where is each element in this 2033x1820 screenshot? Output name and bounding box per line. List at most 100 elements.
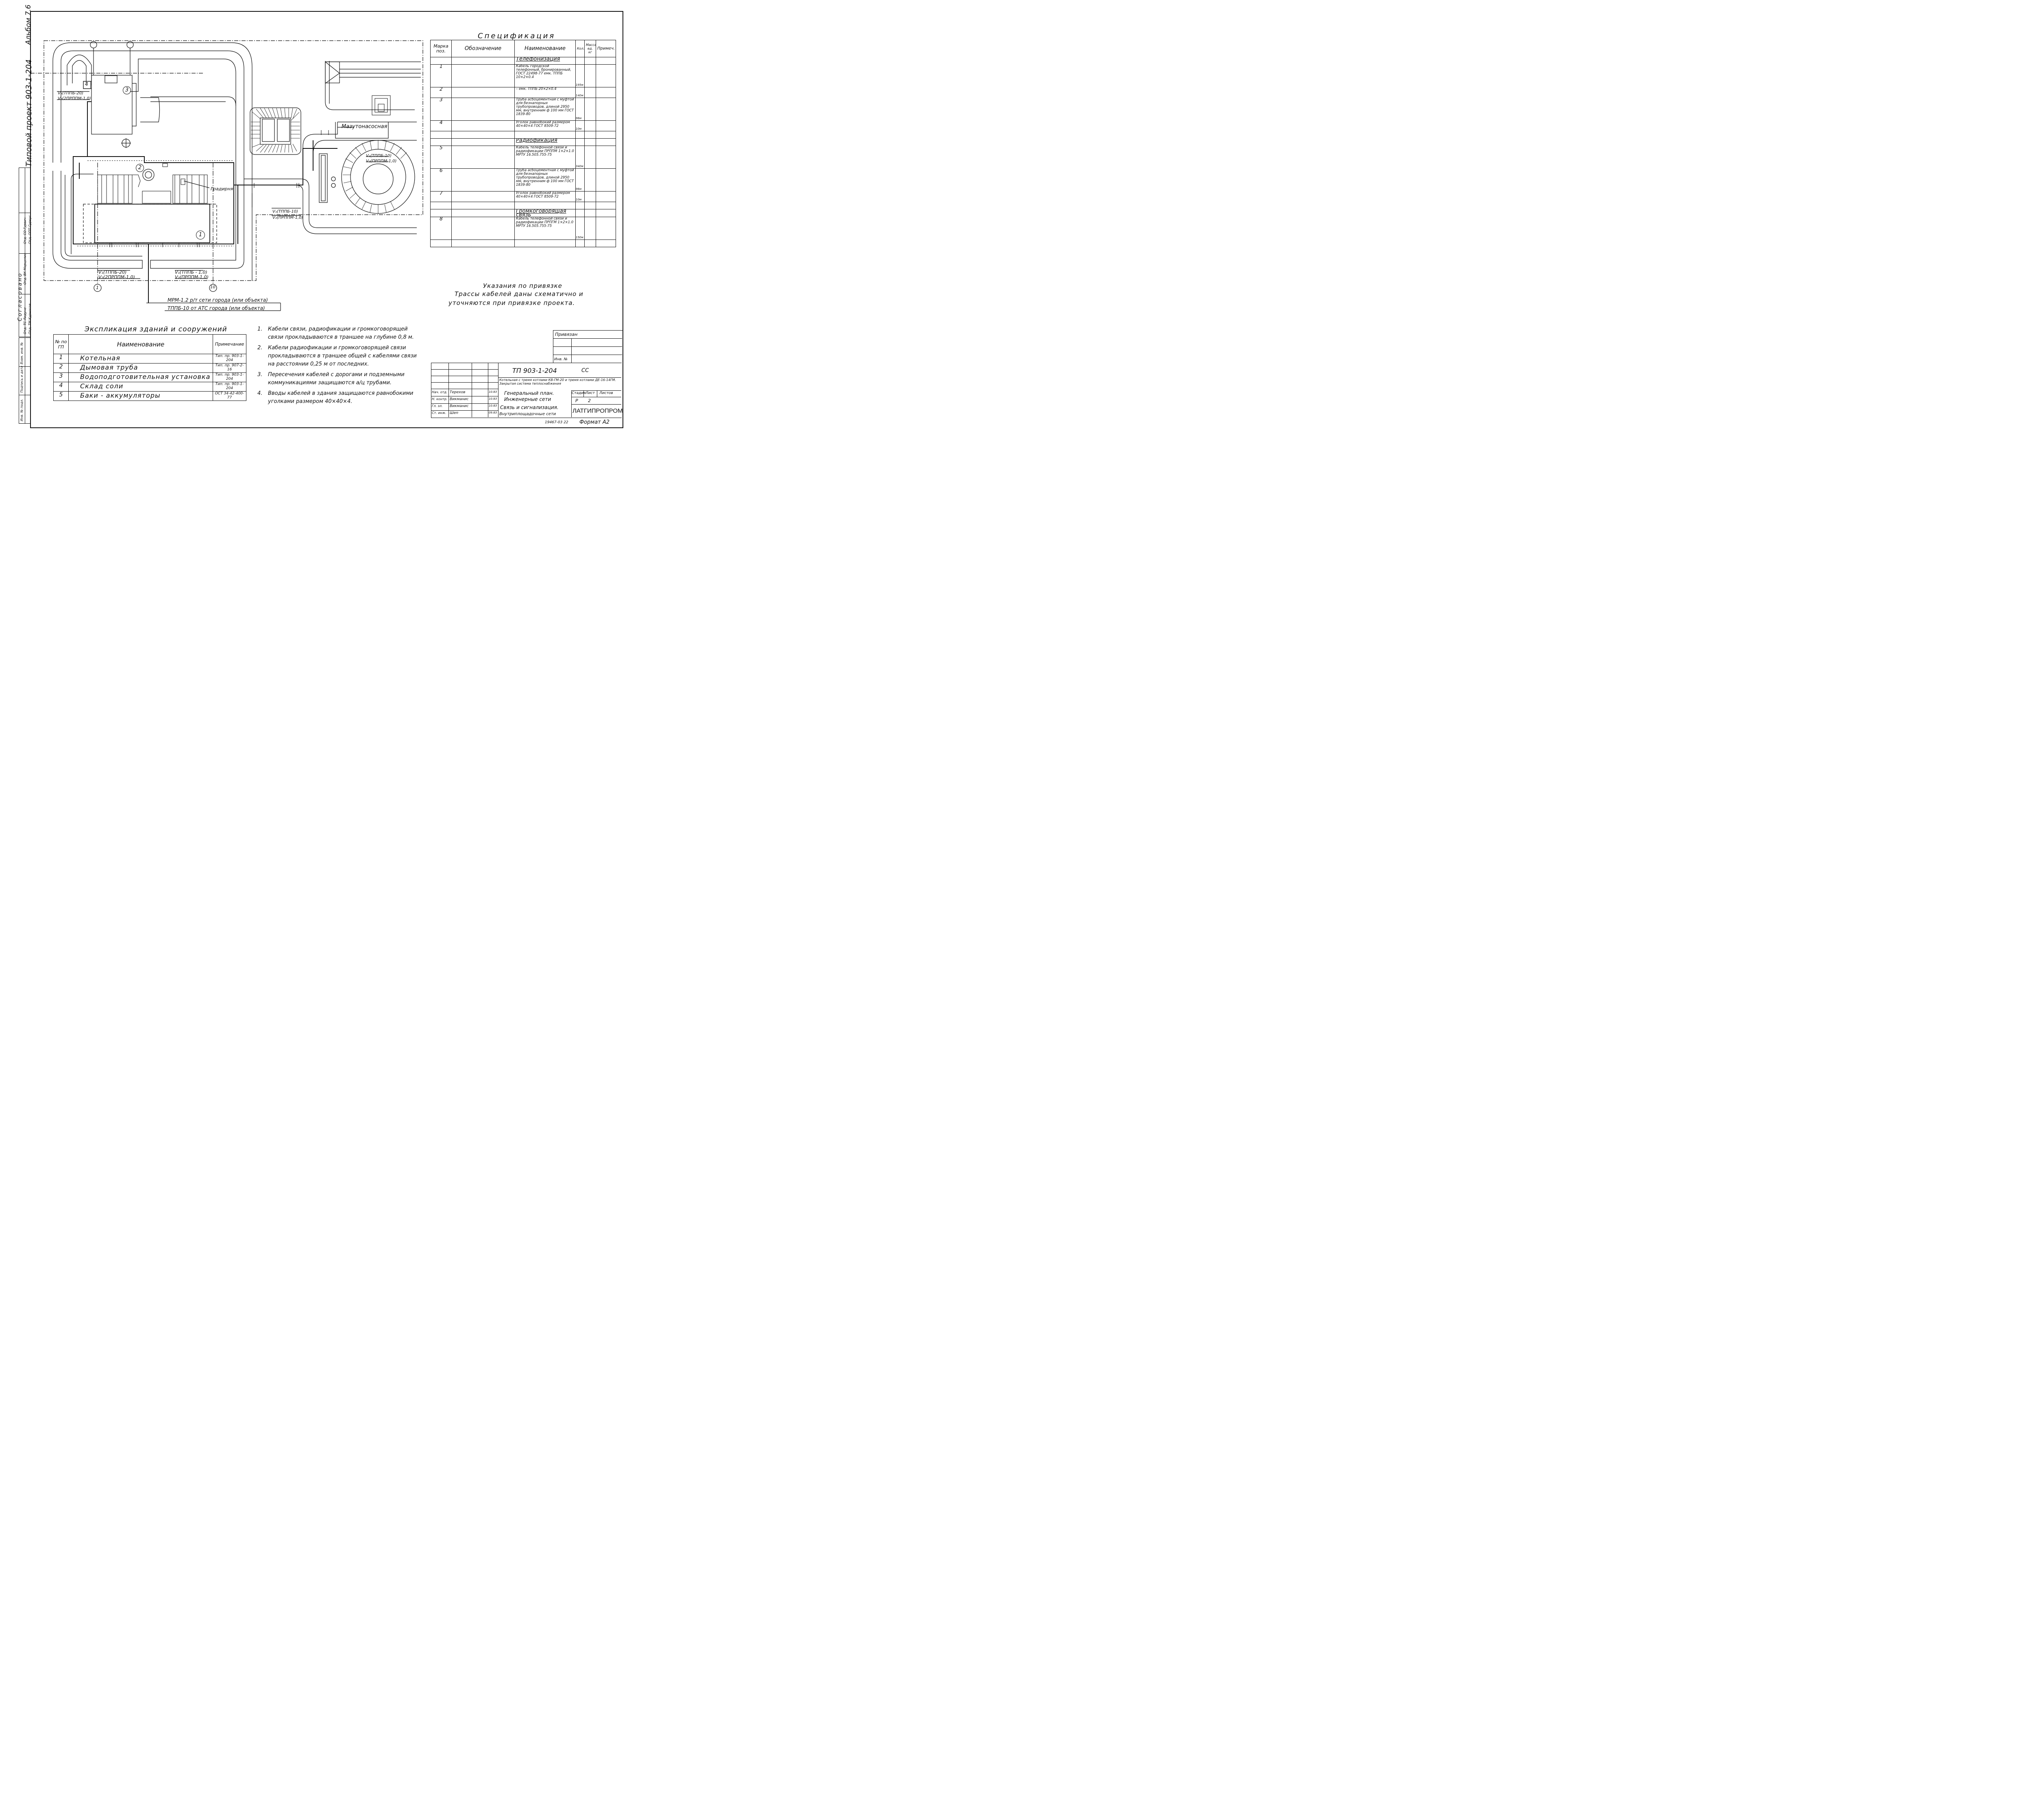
note-text: Пересечения кабелей с дорогами и подземн… — [268, 372, 405, 386]
binding-title: Указания по привязке — [483, 282, 562, 290]
stage-value: Р — [575, 398, 578, 403]
col-stage-label: Стадия — [572, 391, 586, 395]
spec-name: Кабель городской телефонный, бронированн… — [514, 64, 576, 87]
col-sheet-label: Лист — [586, 391, 595, 395]
mazut-label: Мазутонасосная — [342, 124, 387, 130]
cable-label-v1-tppb10-mid: V₁(ТППБ-10) — [272, 209, 298, 214]
cable-label-v1-tppb20-top: V₁(ТППБ-20) — [58, 91, 83, 96]
explication-title: Экспликация зданий и сооружений — [85, 325, 227, 333]
spec-row: 3 Труба асбоцементная с муфтой для безнап… — [430, 98, 616, 121]
building-2-label: 2 — [136, 164, 144, 172]
approval-stamp — [19, 168, 30, 337]
privyazan-label: Привязан — [555, 332, 578, 337]
note-number: 1. — [257, 326, 263, 332]
sheet-title-2: Инженерные сети — [504, 396, 551, 402]
signer-role: Нач. отд. — [432, 390, 448, 394]
tank-island — [250, 107, 301, 155]
sheet-value: 2 — [588, 398, 591, 403]
spec-col-name: Наименование — [514, 40, 576, 57]
site-plan — [30, 40, 423, 311]
expl-no: 1 — [53, 354, 69, 364]
expl-note: ОСТ 34-42-400-77 — [213, 391, 246, 401]
expl-no: 3 — [53, 372, 69, 382]
note-number: 3. — [257, 372, 263, 378]
expl-no: 5 — [53, 391, 69, 401]
spec-col-pos: Марка поз. — [430, 40, 452, 57]
expl-no: 2 — [53, 363, 69, 373]
cable-label-v2-prppm-bottom: V₂(ПРППМ-1,0) — [175, 274, 209, 280]
format-label: Формат А2 — [579, 419, 610, 425]
turnaround-loop — [67, 54, 92, 85]
spec-qty: 195м — [575, 64, 585, 87]
spec-section-heading: Громкоговорящая связь — [514, 209, 576, 217]
spec-col-note: Примеч. — [596, 40, 616, 57]
note-item: 3. Пересечения кабелей с дорогами и подзе… — [257, 371, 420, 387]
spec-col-designation: Обозначение — [451, 40, 515, 57]
note-text: Кабели связи, радиофикации и громкоговор… — [268, 326, 414, 340]
spec-pos: 1 — [430, 64, 452, 87]
spec-pos: 5 — [430, 146, 452, 169]
note-item: 4.Вводы кабелей в здания защищаются равн… — [257, 390, 420, 406]
spec-pos: 8 — [430, 217, 452, 240]
cable-label-v2-prppm-mid: V₂(ПРППМ-1,0) — [272, 216, 303, 220]
mazut-pump-building — [335, 122, 389, 139]
spec-table: Марка поз. Обозначение Наименование Кол.… — [430, 40, 616, 247]
signer-name: Викманис — [450, 397, 469, 401]
spec-name: Кабель телефонной связи и радиофикации П… — [514, 146, 576, 169]
axis-a-label: 1 — [96, 285, 99, 290]
tppb10-cable-label: ТППБ-10 от АТС города (или объекта) — [168, 305, 265, 311]
expl-col-note: Примечание — [213, 334, 246, 354]
accumulator-tanks — [341, 140, 415, 214]
spec-name: Кабель телефонной связи и радиофикации П… — [514, 217, 576, 240]
building-4 — [83, 81, 91, 89]
spec-row: 1 Кабель городской телефонный, бронирован… — [430, 64, 616, 87]
expl-no: 4 — [53, 382, 69, 392]
spec-col-mass: Масса ед. кг — [584, 40, 596, 57]
spec-section-row: Телефонизация — [430, 57, 616, 65]
building-1 — [94, 204, 210, 243]
spec-name: Уголок равнобокий размером 40×40×4 ГОСТ … — [514, 191, 576, 202]
cable-label-v1-tppb10-right: V₁(ТППБ-10) — [366, 154, 392, 158]
signer-name: Шеп — [450, 411, 459, 415]
expl-note: Тип. пр. 903-1-204 — [213, 372, 246, 382]
spec-col-qty: Кол. — [575, 40, 585, 57]
drawing-sheet: Альбом 7.6 Типовой проект 903-1-204 Согл… — [0, 0, 638, 437]
expl-note: Тип. пр. 903-1-204 — [213, 354, 246, 364]
project-description: Котельная с тремя котлами КВ-ГМ-20 и тре… — [499, 378, 616, 385]
spec-title: Спецификация — [478, 32, 556, 40]
signer-role: Ст. инж. — [432, 411, 446, 415]
building-1-label: 1 — [196, 231, 205, 239]
cable-route-main — [73, 101, 234, 244]
signer-name: Викманис — [450, 404, 469, 408]
gradirnya-label: Градирня — [211, 186, 233, 192]
sheet-title-1: Генеральный план. — [504, 390, 554, 396]
cable-label-v2-2prppm-top: V₂(2ПРППМ-1,0) — [58, 96, 91, 101]
spec-name: Труба асбоцементная с муфтой для безнапо… — [514, 98, 576, 121]
col-sheets-label: Листов — [599, 391, 613, 395]
spec-qty: 10м — [575, 191, 585, 202]
spec-name: Уголок равнобокий размером 40×40×4 ГОСТ … — [514, 120, 576, 131]
spec-pos: 6 — [430, 168, 452, 192]
note-item: 2.Кабели радиофикации и громкоговорящей … — [257, 344, 420, 368]
spec-pos: 3 — [430, 98, 452, 121]
spec-row: 5 Кабель телефонной связи и радиофикации … — [430, 146, 616, 169]
note-number: 2. — [257, 345, 263, 351]
expl-note: Тип. пр. 903-1-204 — [213, 382, 246, 392]
project-mark: СС — [581, 368, 589, 374]
spec-name: Труба асбоцементная с муфтой для безнапо… — [514, 168, 576, 192]
building-3-label: 3 — [123, 86, 131, 94]
building-4-label: 4 — [85, 81, 88, 87]
spec-section-heading: Радиофикация — [514, 138, 576, 146]
spec-row: 6 Труба асбоцементная с муфтой для безнап… — [430, 168, 616, 192]
building-3 — [91, 75, 133, 135]
spec-section-heading: Телефонизация — [514, 57, 576, 65]
expl-note: Тип. пр. 907-2-16 — [213, 363, 246, 373]
site-boundary — [44, 40, 423, 281]
inventory-stamp — [19, 337, 30, 424]
spec-pos: 4 — [430, 120, 452, 131]
